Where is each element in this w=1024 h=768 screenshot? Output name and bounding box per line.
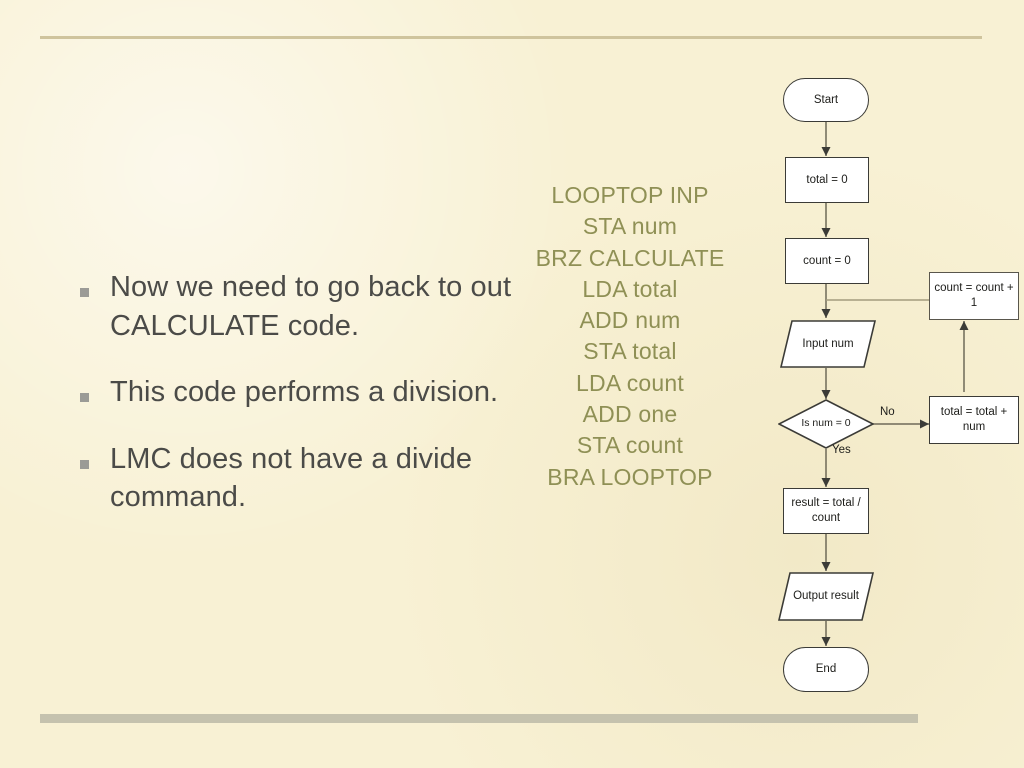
bullet-list: Now we need to go back to out CALCULATE … bbox=[80, 268, 530, 545]
list-item: LMC does not have a divide command. bbox=[80, 440, 530, 517]
flow-node-end[interactable]: End bbox=[783, 647, 869, 692]
flow-node-label: total = 0 bbox=[806, 173, 848, 186]
flow-node-label: End bbox=[815, 663, 837, 676]
bullet-text: Now we need to go back to out CALCULATE … bbox=[110, 271, 512, 342]
flow-node-label: result = total / count bbox=[791, 497, 861, 524]
code-line: LDA total bbox=[582, 275, 678, 302]
flow-node-total-accumulate[interactable]: total = total + num bbox=[929, 396, 1019, 444]
flow-node-label: Output result bbox=[793, 590, 859, 603]
bullet-square-icon bbox=[80, 393, 89, 403]
edge-label-yes: Yes bbox=[832, 444, 851, 456]
flow-node-decision[interactable]: Is num = 0 bbox=[778, 399, 874, 449]
flow-node-label: Start bbox=[813, 93, 839, 106]
edge-label-no: No bbox=[880, 406, 895, 418]
diamond-shape-icon bbox=[778, 399, 874, 449]
bullet-text: LMC does not have a divide command. bbox=[110, 442, 473, 514]
flow-node-label: total = total + num bbox=[940, 406, 1008, 433]
flow-node-result-calc[interactable]: result = total / count bbox=[783, 488, 869, 534]
footer-divider-bar bbox=[40, 714, 918, 723]
flow-node-count-init[interactable]: count = 0 bbox=[785, 238, 869, 284]
flow-node-input-num[interactable]: Input num bbox=[780, 320, 876, 368]
code-line: ADD num bbox=[579, 307, 681, 334]
bullet-square-icon bbox=[80, 459, 89, 469]
flow-node-count-increment[interactable]: count = count + 1 bbox=[929, 272, 1019, 320]
code-line: BRZ CALCULATE bbox=[535, 244, 725, 271]
header-divider-line bbox=[40, 36, 982, 39]
code-line: LDA count bbox=[576, 369, 684, 396]
parallelogram-shape-icon bbox=[778, 572, 874, 621]
code-line: STA total bbox=[583, 338, 677, 365]
flow-node-label: count = 0 bbox=[803, 254, 851, 267]
code-line: LOOPTOP INP bbox=[551, 182, 709, 208]
code-line: ADD one bbox=[582, 401, 678, 428]
list-item: Now we need to go back to out CALCULATE … bbox=[80, 268, 530, 345]
flow-node-start[interactable]: Start bbox=[783, 78, 869, 122]
flow-node-output-result[interactable]: Output result bbox=[778, 572, 874, 621]
bullet-square-icon bbox=[80, 288, 89, 297]
bullet-text: This code performs a division. bbox=[110, 376, 499, 409]
list-item: This code performs a division. bbox=[80, 373, 530, 412]
parallelogram-shape-icon bbox=[780, 320, 876, 368]
code-line: STA num bbox=[582, 213, 678, 240]
flow-node-label: count = count + 1 bbox=[934, 282, 1014, 309]
code-line: STA count bbox=[576, 432, 684, 459]
lmc-code-listing: LOOPTOP INP STA num BRZ CALCULATE LDA to… bbox=[505, 180, 755, 493]
flow-node-label: Is num = 0 bbox=[801, 417, 851, 430]
flow-node-label: Input num bbox=[802, 337, 854, 350]
flow-node-total-init[interactable]: total = 0 bbox=[785, 157, 869, 203]
code-line: BRA LOOPTOP bbox=[547, 463, 713, 490]
